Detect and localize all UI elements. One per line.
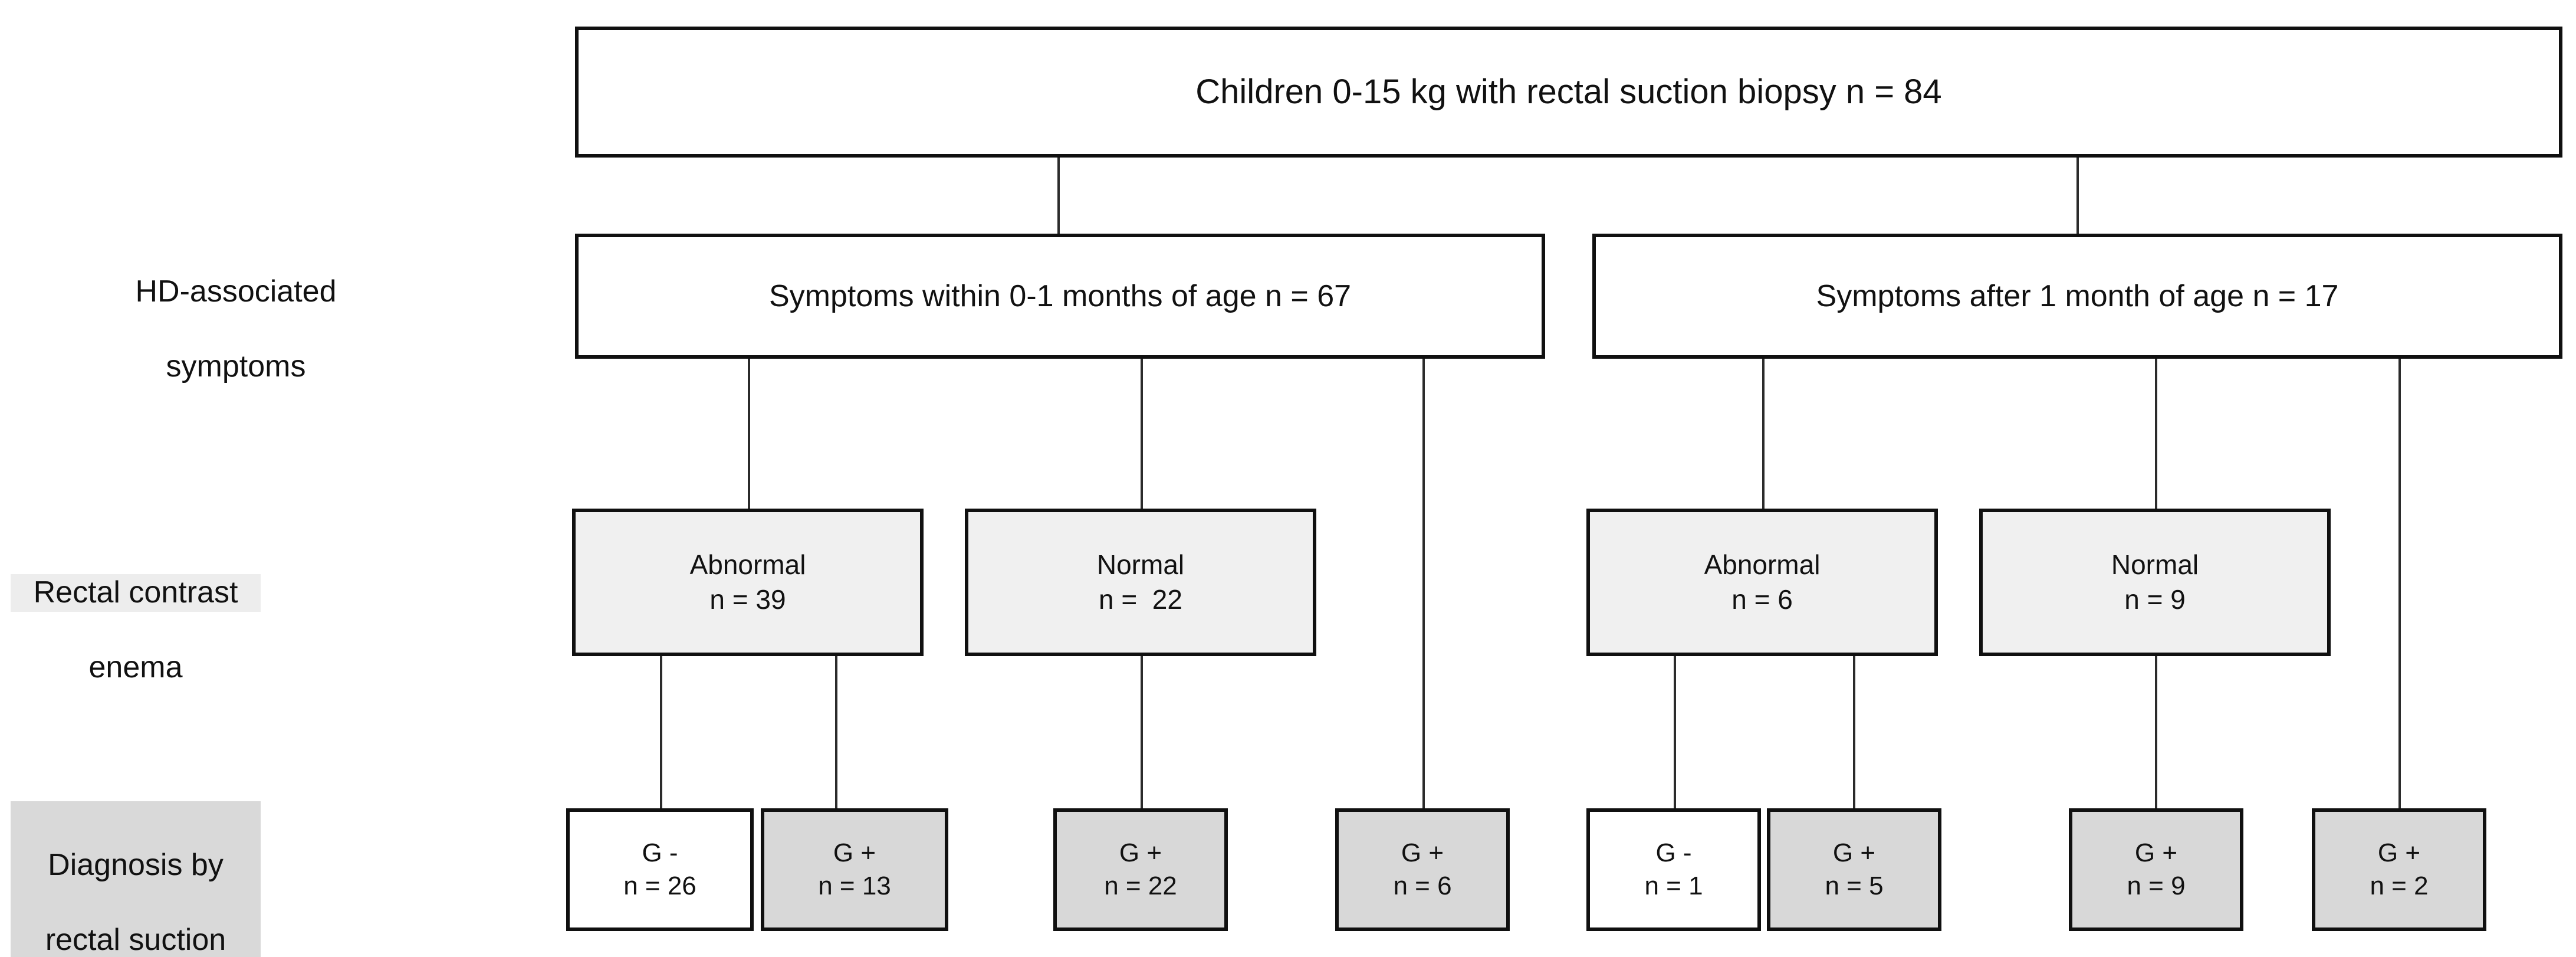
node-text: Symptoms after 1 month of age n = 17 — [1816, 278, 2339, 313]
node-enema-normal-late[interactable]: Normal n = 9 — [1979, 509, 2331, 656]
node-biopsy-pos-9[interactable]: G + n = 9 — [2069, 808, 2243, 931]
node-biopsy-neg-26[interactable]: G - n = 26 — [566, 808, 754, 931]
node-result: G - — [642, 838, 678, 867]
node-enema-abnormal-late[interactable]: Abnormal n = 6 — [1586, 509, 1938, 656]
row-label-line: Rectal contrast — [11, 574, 261, 612]
node-count: n = 26 — [623, 871, 696, 900]
row-label-line: rectal suction biopsy — [45, 923, 226, 957]
connector-late-to-enema-normal — [2155, 358, 2157, 509]
node-count: n = 9 — [2127, 871, 2186, 900]
node-biopsy-pos-22[interactable]: G + n = 22 — [1053, 808, 1228, 931]
node-text: Normal — [1096, 549, 1185, 581]
node-count: n = 2 — [2370, 871, 2429, 900]
connector-enema-abnormal-early-to-biopsy-pos-13 — [835, 656, 837, 808]
node-result: G + — [1401, 838, 1444, 867]
node-biopsy-pos-13[interactable]: G + n = 13 — [761, 808, 948, 931]
connector-enema-normal-late-to-biopsy-pos-9 — [2155, 656, 2157, 808]
node-biopsy-pos-2[interactable]: G + n = 2 — [2312, 808, 2486, 931]
node-count: n = 9 — [2124, 584, 2186, 615]
node-text: Abnormal — [1704, 549, 1821, 581]
node-count: n = 6 — [1731, 584, 1793, 615]
node-count: n = 5 — [1825, 871, 1884, 900]
node-count: n = 39 — [709, 584, 786, 615]
node-count: n = 13 — [818, 871, 891, 900]
node-count: n = 1 — [1644, 871, 1703, 900]
row-label-diagnosis-by-rectal-suction-biopsy: Diagnosis by rectal suction biopsy — [11, 801, 261, 957]
node-result: G - — [1655, 838, 1692, 867]
row-label-line: enema — [88, 650, 183, 685]
connector-early-to-biopsy-pos-6 — [1422, 358, 1425, 808]
node-text: Normal — [2111, 549, 2199, 581]
connector-late-to-biopsy-pos-2 — [2398, 358, 2401, 808]
connector-root-to-symptoms-late — [2076, 156, 2079, 234]
node-count: n = 6 — [1393, 871, 1452, 900]
connector-late-to-enema-abnormal — [1762, 358, 1765, 509]
row-label-line: Diagnosis by — [48, 848, 224, 883]
connector-enema-abnormal-late-to-biopsy-neg-1 — [1674, 656, 1676, 808]
node-biopsy-pos-6[interactable]: G + n = 6 — [1335, 808, 1510, 931]
node-result: G + — [833, 838, 876, 867]
connector-enema-abnormal-late-to-biopsy-pos-5 — [1853, 656, 1855, 808]
node-children-total[interactable]: Children 0-15 kg with rectal suction bio… — [575, 27, 2562, 158]
connector-early-to-enema-abnormal — [748, 358, 750, 509]
connector-enema-abnormal-early-to-biopsy-neg-26 — [660, 656, 662, 808]
connector-early-to-enema-normal — [1141, 358, 1143, 509]
row-label-line: HD-associated — [135, 274, 337, 309]
node-text: Children 0-15 kg with rectal suction bio… — [1195, 72, 1942, 111]
node-symptoms-late[interactable]: Symptoms after 1 month of age n = 17 — [1592, 234, 2562, 359]
node-count: n = 22 — [1104, 871, 1177, 900]
node-enema-abnormal-early[interactable]: Abnormal n = 39 — [572, 509, 924, 656]
node-result: G + — [1119, 838, 1162, 867]
row-label-rectal-contrast-enema: Rectal contrast enema — [11, 537, 261, 724]
node-text: Abnormal — [689, 549, 806, 581]
node-result: G + — [2134, 838, 2178, 867]
node-biopsy-pos-5[interactable]: G + n = 5 — [1767, 808, 1941, 931]
node-biopsy-neg-1[interactable]: G - n = 1 — [1586, 808, 1761, 931]
node-result: G + — [1832, 838, 1876, 867]
row-label-hd-associated-symptoms: HD-associated symptoms — [112, 236, 360, 423]
node-result: G + — [2377, 838, 2421, 867]
row-label-line: symptoms — [166, 349, 306, 384]
node-symptoms-early[interactable]: Symptoms within 0-1 months of age n = 67 — [575, 234, 1545, 359]
connector-root-to-symptoms-early — [1057, 156, 1060, 234]
node-enema-normal-early[interactable]: Normal n = 22 — [965, 509, 1316, 656]
node-count: n = 22 — [1099, 584, 1182, 615]
node-text: Symptoms within 0-1 months of age n = 67 — [768, 278, 1352, 313]
connector-enema-normal-early-to-biopsy-pos-22 — [1141, 656, 1143, 808]
